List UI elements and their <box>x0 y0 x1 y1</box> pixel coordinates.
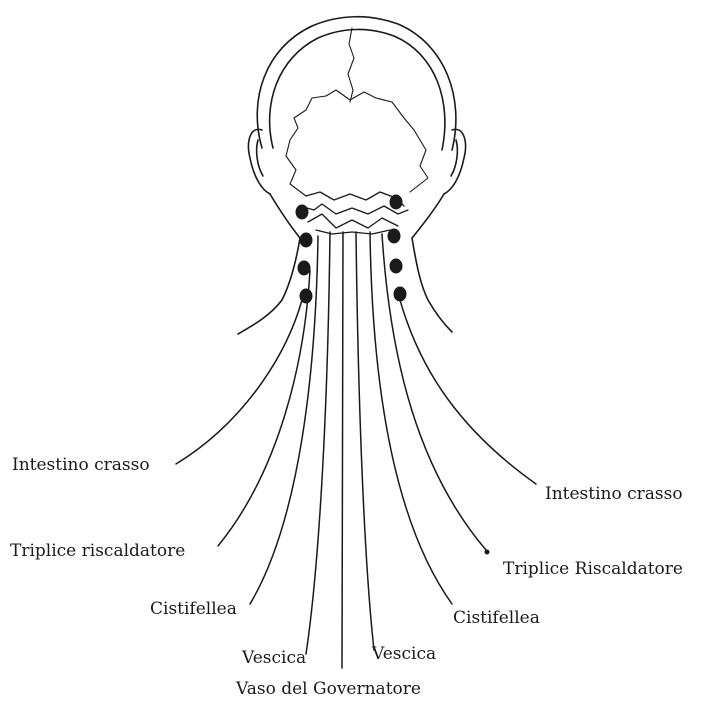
line-right-triplice-riscaldatore <box>382 234 486 550</box>
neck-outline <box>238 238 452 334</box>
label-left-intestino-crasso: Intestino crasso <box>12 457 150 474</box>
line-right-cistifellea <box>370 232 452 604</box>
label-left-vescica: Vescica <box>242 650 306 667</box>
label-right-triplice-riscaldatore: Triplice Riscaldatore <box>503 561 683 578</box>
label-left-triplice-riscaldatore: Triplice riscaldatore <box>10 543 185 560</box>
label-right-vescica: Vescica <box>372 646 436 663</box>
label-vaso-del-governatore: Vaso del Governatore <box>236 681 421 698</box>
line-vaso-del-governatore <box>342 232 343 668</box>
skull-sutures <box>286 28 428 196</box>
line-left-triplice-riscaldatore <box>218 270 310 546</box>
label-left-cistifellea: Cistifellea <box>150 601 237 618</box>
line-end-dot <box>485 550 490 555</box>
line-right-intestino-crasso <box>400 300 536 484</box>
label-right-intestino-crasso: Intestino crasso <box>545 486 683 503</box>
label-right-cistifellea: Cistifellea <box>453 610 540 627</box>
line-left-intestino-crasso <box>176 300 302 464</box>
head-outline <box>249 17 466 238</box>
acupoint-dots <box>296 195 407 304</box>
